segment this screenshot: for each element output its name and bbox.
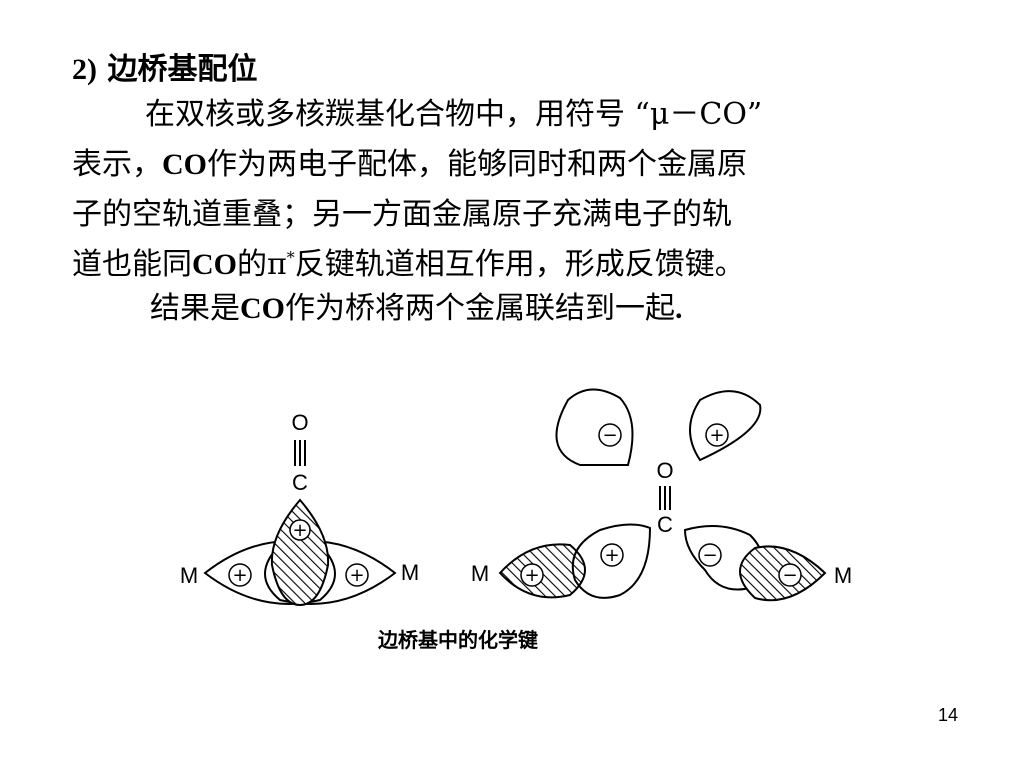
- conclusion-line: 结果是CO作为桥将两个金属联结到一起.: [150, 284, 683, 334]
- metal-label-right: M: [834, 563, 852, 588]
- paragraph-line-4: 道也能同CO的π*反键轨道相互作用，形成反馈键。: [72, 240, 987, 290]
- section-heading: 2) 边桥基配位: [72, 44, 257, 88]
- oxygen-label: O: [656, 458, 673, 483]
- minus-sign-icon: [778, 563, 802, 587]
- right-bonding-diagram: − + O C + + − − M M: [471, 388, 852, 602]
- metal-label-left: M: [471, 561, 489, 586]
- paragraph-line-3: 子的空轨道重叠；另一方面金属原子充满电子的轨: [72, 197, 732, 232]
- heading-number: 2): [72, 53, 97, 86]
- plus-sign-icon: [228, 563, 252, 587]
- paragraph-line-1: 在双核或多核羰基化合物中，用符号 “μ－CO”: [145, 97, 763, 132]
- co-sigma-orbital: [270, 498, 330, 607]
- page-number: 14: [938, 705, 959, 725]
- text-segment: 的π: [237, 247, 287, 282]
- left-bonding-diagram: O C + M M + +: [180, 410, 419, 607]
- co-pi-star-lobe-left: [555, 388, 634, 466]
- text-segment: 结果是: [150, 291, 240, 326]
- metal-label-right: M: [401, 560, 419, 585]
- carbon-label: C: [292, 470, 308, 495]
- co-formula: CO: [192, 248, 237, 281]
- text-segment: 作为两电子配体，能够同时和两个金属原: [207, 147, 747, 182]
- plus-sign-icon: [600, 543, 624, 567]
- minus-sign: −: [602, 425, 617, 446]
- text-segment: 道也能同: [72, 247, 192, 282]
- plus-sign: +: [524, 565, 539, 586]
- text-segment: 表示，: [72, 147, 162, 182]
- plus-sign-icon: [520, 563, 544, 587]
- plus-sign: +: [709, 425, 724, 446]
- minus-sign: −: [782, 565, 797, 586]
- minus-sign: −: [702, 545, 717, 566]
- text-segment: 反键轨道相互作用，形成反馈键。: [294, 247, 745, 282]
- co-formula: CO: [162, 148, 207, 181]
- body-paragraph: 在双核或多核羰基化合物中，用符号 “μ－CO” 表示，CO作为两电子配体，能够同…: [72, 90, 987, 290]
- plus-sign: +: [349, 565, 364, 586]
- period: .: [675, 292, 683, 325]
- right-metal-orbital: [264, 540, 397, 605]
- carbon-label: C: [657, 512, 673, 537]
- co-pi-star-lobe-right: [689, 390, 762, 462]
- co-formula: CO: [240, 292, 285, 325]
- antibonding-star: *: [286, 248, 295, 267]
- metal-label-left: M: [180, 563, 198, 588]
- plus-sign: +: [292, 520, 307, 541]
- minus-sign-icon: [598, 423, 622, 447]
- bridging-co-diagram: O C + M M + + − +: [180, 388, 852, 607]
- plus-sign: +: [232, 565, 247, 586]
- co-pi-star-lobe-lower-left: [571, 523, 652, 599]
- plus-sign-icon: [705, 423, 729, 447]
- oxygen-label: O: [291, 410, 308, 435]
- minus-sign-icon: [698, 543, 722, 567]
- plus-sign-icon: [289, 519, 311, 541]
- heading-title: 边桥基配位: [107, 52, 258, 87]
- text-segment: 作为桥将两个金属联结到一起: [285, 291, 675, 326]
- diagram-caption: 边桥基中的化学键: [378, 628, 538, 652]
- plus-sign: +: [604, 545, 619, 566]
- paragraph-line-2: 表示，CO作为两电子配体，能够同时和两个金属原: [72, 140, 987, 190]
- plus-sign-icon: [345, 563, 369, 587]
- left-metal-orbital: [203, 540, 336, 605]
